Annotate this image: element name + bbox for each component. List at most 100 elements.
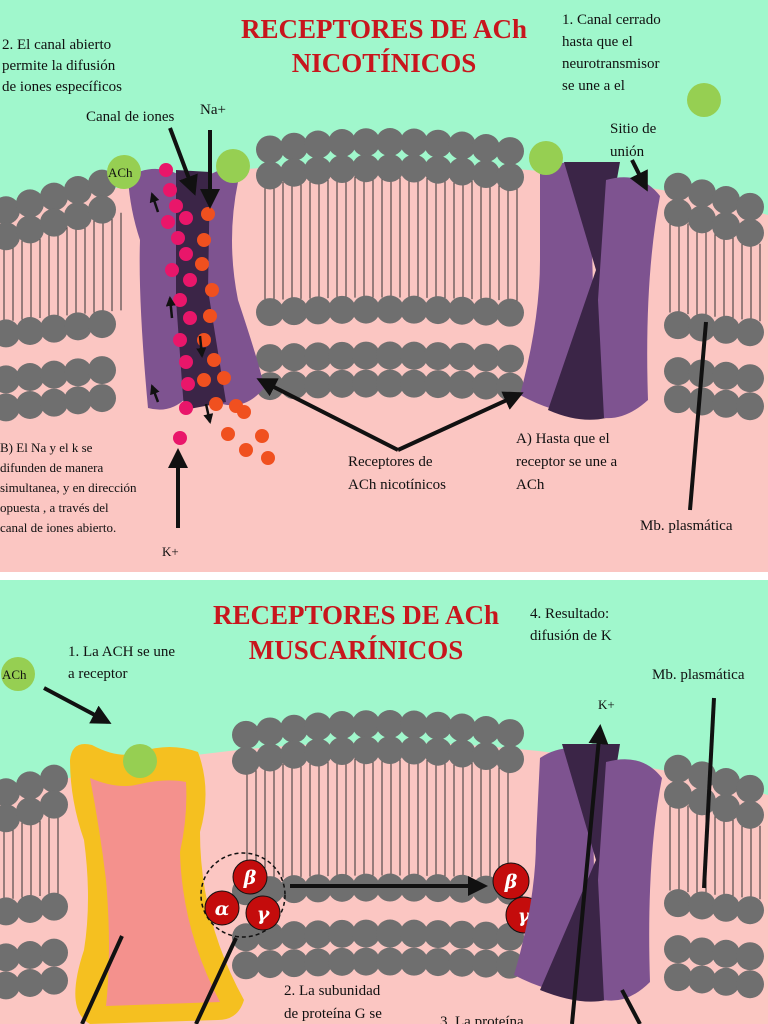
lipid-tails-top [3,176,761,322]
top-lipid-head [712,361,740,390]
ach-ligand-bound [216,149,250,183]
top-lipid-head [16,189,44,218]
g-protein-complex-outline [200,852,286,938]
top-lipid-head [472,343,500,372]
top-lipid-head [448,342,476,371]
top-lipid-head [448,131,476,160]
label-receptors-line1: Receptores de [348,454,433,470]
label-k-top: K+ [162,544,179,559]
top-lipid-head [40,182,68,211]
panel-nicotinic: RECEPTORES DE ACh NICOTÍNICOS 2. El cana… [0,0,768,572]
bottom-lipid-head [280,949,308,978]
bottom-lipid-head [472,949,500,978]
bottom-lipid-head [712,893,740,922]
top-lipid-head [352,295,380,324]
top-lipid-head [400,369,428,398]
label-step2-line1: 2. El canal abierto [2,37,111,53]
sodium-ion [183,273,197,287]
arrow-receptors-left [256,378,399,452]
bottom-lipid-head [688,937,716,966]
top-lipid-head [400,295,428,324]
bottom-lipid-head [40,938,68,967]
top-lipid-head [496,298,524,327]
label-step1-line3: neurotransmisor [562,56,659,72]
bottom-lipid-head [328,711,356,740]
top-lipid-head [0,196,20,225]
label-step-b-line1: B) El Na y el k se [0,440,93,455]
potassium-ion [197,333,211,347]
potassium-ion [201,207,215,221]
label-step-a-line1: A) Hasta que el [516,431,610,447]
top-lipid-head [256,135,284,164]
top-lipid-head [0,319,20,348]
bottom-lipid-head [376,736,404,765]
bottom-lipid-head [424,920,452,949]
title-muscarinic-line2: MUSCARÍNICOS [249,635,464,665]
top-lipid-head [712,212,740,241]
sodium-ion [173,293,187,307]
top-lipid-head [304,370,332,399]
label-step2-bottom-line1: 2. La subunidad [284,983,381,999]
potassium-ion [217,371,231,385]
top-lipid-head [448,157,476,186]
g-protein-gamma [245,895,281,931]
bottom-lipid-head [496,719,524,748]
top-lipid-head [40,208,68,237]
sodium-ion [161,215,175,229]
top-lipid-head [376,128,404,157]
top-lipid-head [304,342,332,371]
bottom-lipid-head [280,714,308,743]
bottom-lipid-head [0,804,20,833]
arrow-ion-channel [168,127,198,196]
title-nicotinic-line2: NICOTÍNICOS [292,48,477,78]
top-lipid-head [256,344,284,373]
bottom-lipid-head [40,764,68,793]
label-membrane-bottom: Mb. plasmática [652,667,745,683]
g-protein-beta-moved [492,862,530,900]
top-lipid-head [712,389,740,418]
top-lipid-head [64,202,92,231]
bottom-lipid-head [40,892,68,921]
bottom-lipid-head [712,939,740,968]
k-channel-right-subunit [598,759,662,1001]
bottom-lipid-head [496,745,524,774]
label-gamma-1: γ [257,903,271,925]
ach-ligand-muscarinic-bound [123,744,157,778]
bottom-lipid-head [688,965,716,994]
top-lipid-head [64,386,92,415]
top-lipid-head [496,344,524,373]
top-lipid-head [448,296,476,325]
bottom-lipid-head [448,948,476,977]
top-lipid-head [280,158,308,187]
bottom-lipid-head [664,963,692,992]
label-membrane-top: Mb. plasmática [640,518,733,534]
arrow-small-5 [150,384,160,403]
bottom-lipid-head [352,947,380,976]
top-lipid-head [424,342,452,371]
top-lipid-head [40,388,68,417]
bottom-lipid-head [688,787,716,816]
potassium-ion [205,283,219,297]
top-lipid-head [424,129,452,158]
label-receptors-line2: ACh nicotínicos [348,477,446,493]
label-step2-top: 2. El canal abierto permite la difusión … [2,37,122,95]
bottom-lipid-head [400,947,428,976]
top-lipid-head [16,215,44,244]
label-ion-channel: Canal de iones [86,109,174,125]
line-receptor-pointer [80,935,124,1024]
arrow-small-1 [149,192,160,213]
bottom-lipid-head [376,919,404,948]
potassium-ion [261,451,275,465]
bottom-lipid-head [400,736,428,765]
bottom-lipid-head [664,780,692,809]
label-beta-2: β [504,871,518,893]
top-lipid-head [40,314,68,343]
bottom-lipid-head [16,969,44,998]
bottom-lipid-head [280,921,308,950]
potassium-ion [203,309,217,323]
bottom-lipid-head [232,951,260,980]
bottom-lipid-head [712,794,740,823]
top-lipid-head [256,298,284,327]
g-protein-beta [232,859,268,895]
lipid-tails-bottom [3,758,761,900]
